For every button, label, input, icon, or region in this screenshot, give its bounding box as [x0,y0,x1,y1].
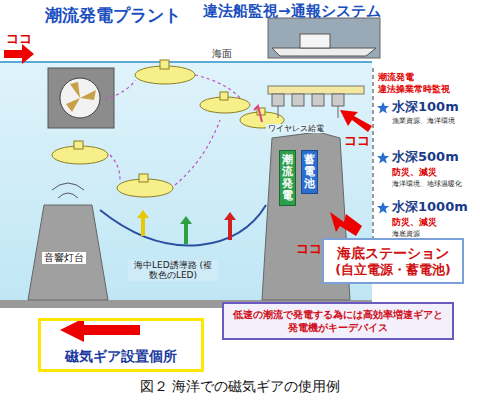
text-label: 違法操業常時監視 [378,84,450,94]
text-label: 防災、減災 [392,167,437,177]
plant-photo [48,68,114,128]
text-label: ココ [344,134,370,149]
generator-block: 潮流発電 [279,150,296,206]
text-label: 音響灯台 [42,252,86,264]
led-guide-path [100,205,266,246]
sea [0,62,372,308]
sea-surface [0,61,372,63]
node-text: 海底ステーション [330,244,456,262]
pointer-arrow [60,318,140,342]
depth-stars [377,102,389,214]
text-label: 漁業資源、海洋環境 [392,117,455,125]
text-label: 潮流発電 [378,72,414,82]
ship-photo [268,18,380,58]
turbine-blades [66,82,96,112]
text-label: 潮流発電プラント [45,6,181,26]
text-label: 防災、減災 [392,217,437,227]
ship [272,48,376,56]
note-box: 低速の潮流で発電する為には高効率増速ギアと発電機がキーデバイス [222,302,454,340]
travel-paths [105,75,240,185]
ship-cabin [300,34,330,48]
text-label: 海中LED誘導路 (複数色のLED) [128,260,218,281]
text-label: ワイヤレス給電 [266,124,326,133]
text-label: 海洋環境、地球温暖化 [392,180,462,188]
battery-block: 蓄電池 [301,150,318,194]
acoustic-lighthouse [28,205,108,300]
depth-axis [373,68,374,245]
turbine [60,78,100,118]
node-text: 低速の潮流で発電する為には高効率増速ギアと発電機がキーデバイス [230,308,446,334]
node-text: 蓄電池 [304,154,315,190]
text-label: 海面 [212,48,232,60]
text-label: ココ [296,242,322,257]
node-text: 磁気ギア設置個所 [47,347,195,365]
text-label: 水深500m [392,150,459,165]
box-ground [38,318,204,368]
station-box: 海底ステーション(自立電源・蓄電池) [322,238,464,284]
pointer-arrow [340,110,372,132]
node-text: (自立電源・蓄電池) [330,262,456,278]
text-label: 水深1000m [392,200,468,215]
sound-waves [52,183,84,198]
submarines [52,60,284,197]
text-label: ココ [6,32,32,47]
text-label: 水深100m [392,100,459,115]
text-label: 違法船監視→通報システム [203,3,381,20]
pointer-arrow [330,212,362,236]
gear-box: 磁気ギア設置個所 [38,318,204,372]
text-label: 海底資源 [392,230,420,238]
wireless-wave [254,106,262,122]
figure-caption: 図２ 海洋での磁気ギアの使用例 [0,378,480,396]
pointer-arrow [4,44,34,64]
led-arrows [137,210,236,244]
node-text: 潮流発電 [282,154,293,202]
